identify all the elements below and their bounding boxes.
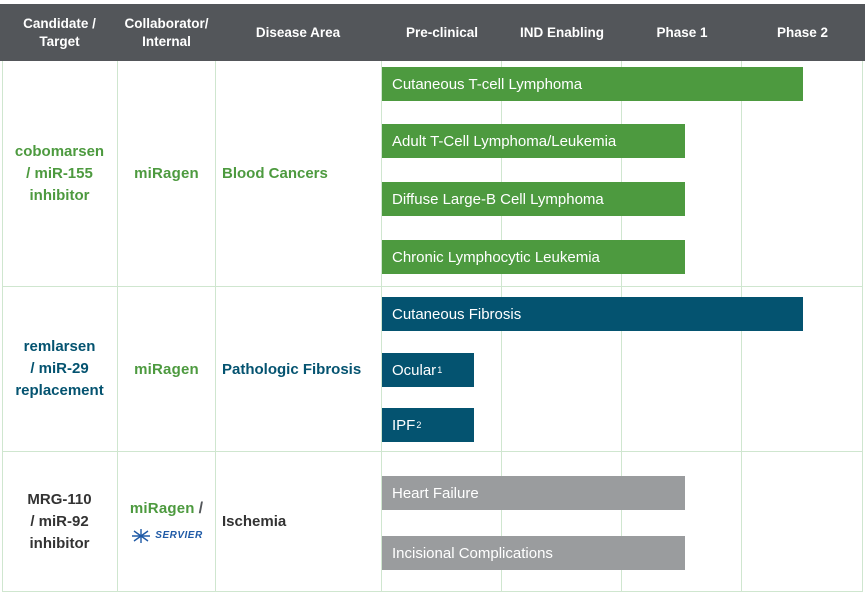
row-divider <box>2 286 863 287</box>
candidate-cobomarsen: cobomarsen / miR-155 inhibitor <box>14 142 105 204</box>
disease-blood-cancers: Blood Cancers <box>222 165 328 182</box>
disease-ischemia: Ischemia <box>222 513 287 530</box>
header-stage-preclinical: Pre-clinical <box>405 24 479 40</box>
candidate-remlarsen: remlarsen / miR-29 replacement <box>15 338 104 399</box>
pipeline-bar: Heart Failure <box>382 476 685 510</box>
collaborator-cell: miRagen <box>118 287 215 451</box>
grid-line <box>117 61 118 592</box>
miragen-logo: miRagen <box>129 500 195 517</box>
row-divider <box>2 591 863 592</box>
disease-pathologic-fibrosis: Pathologic Fibrosis <box>222 360 362 378</box>
pipeline-bar: Adult T-Cell Lymphoma/Leukemia <box>382 124 685 158</box>
grid-line <box>381 61 382 592</box>
collaborator-cell: miRagen / SERVIER <box>118 452 215 591</box>
header-candidate: Candidate / Target <box>23 15 96 49</box>
header-stage-phase-2: Phase 2 <box>776 24 829 40</box>
header-disease-area: Disease Area <box>255 24 341 40</box>
pipeline-bar: Incisional Complications <box>382 536 685 570</box>
row-divider <box>2 451 863 452</box>
collaborator-logos: miRagen / <box>130 500 203 518</box>
header-collaborator: Collaborator/ Internal <box>124 15 209 49</box>
grid-line <box>862 61 863 592</box>
grid-line <box>215 61 216 592</box>
pipeline-bar: Chronic Lymphocytic Leukemia <box>382 240 685 274</box>
pipeline-bar: Diffuse Large-B Cell Lymphoma <box>382 182 685 216</box>
servier-logo: SERVIER <box>130 528 202 544</box>
miragen-logo: miRagen <box>134 165 199 182</box>
candidate-mrg-110: MRG-110 / miR-92 inhibitor <box>27 490 92 552</box>
footnote-marker: 1 <box>437 365 443 375</box>
header-stage-phase-1: Phase 1 <box>656 24 708 40</box>
servier-star-icon <box>132 528 151 543</box>
table-header: Candidate / Target Collaborator/ Interna… <box>0 4 865 61</box>
pipeline-bar: Cutaneous T-cell Lymphoma <box>382 67 803 101</box>
footnote-marker: 2 <box>416 420 422 430</box>
miragen-logo: miRagen <box>134 360 199 378</box>
collaborator-cell: miRagen <box>118 61 215 286</box>
pipeline-bar: Cutaneous Fibrosis <box>382 297 803 331</box>
servier-logo-text: SERVIER <box>155 530 203 541</box>
logo-separator: / <box>198 499 204 517</box>
header-stage-ind-enabling: IND Enabling <box>520 24 604 40</box>
grid-line <box>2 61 3 592</box>
